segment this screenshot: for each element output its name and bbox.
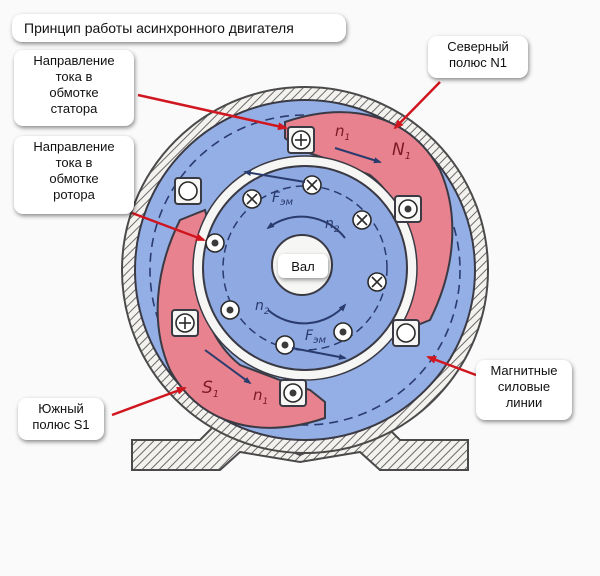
force-arrow-bottom (291, 347, 347, 360)
callout-line: Южный (38, 401, 84, 416)
pointer-north-pole (393, 81, 441, 130)
rotation-arrow-n2-bottom (267, 303, 347, 325)
callout-line: тока в (55, 69, 93, 84)
callout-line: тока в (55, 155, 93, 170)
callout-line: полюс N1 (448, 55, 508, 70)
force-arrow-top (243, 170, 306, 183)
callout-south-pole: Южный полюс S1 (18, 398, 104, 440)
force-label-top: Fэм (272, 190, 294, 208)
shaft-label-box (278, 254, 328, 278)
pointer-stator-current (137, 93, 288, 131)
north-pole-label: N1 (392, 140, 411, 162)
magnetic-field-line-outer (149, 114, 461, 426)
rotor-conductors (205, 175, 387, 355)
callout-line: обмотке (49, 171, 99, 186)
pointer-south-pole (111, 386, 187, 417)
rotor-conductor-cross (352, 210, 372, 230)
stator-conductor-cross (291, 130, 311, 150)
stator-conductor-cross (175, 313, 195, 333)
callout-line: Магнитные (490, 363, 558, 378)
rotor-conductor-dot (220, 300, 240, 320)
callout-rotor-current: Направление тока в обмотке ротора (14, 136, 134, 214)
stator-conductor-empty (178, 181, 198, 201)
callout-magnetic-lines: Магнитные силовые линии (476, 360, 572, 420)
callout-line: Северный (447, 39, 509, 54)
rotor-conductor-dot (205, 233, 225, 253)
stator-conductor-empty (396, 323, 416, 343)
callout-line: ротора (53, 187, 95, 202)
n2-label-bottom: n2 (255, 298, 270, 317)
n2-label-top: n2 (325, 216, 340, 235)
rotation-arrow-n2-top (266, 215, 346, 239)
pointer-rotor-current (131, 211, 206, 242)
stator-conductors (175, 130, 418, 403)
rotor-field-line (222, 185, 388, 351)
callout-line: обмотке (49, 85, 99, 100)
callout-line: полюс S1 (32, 417, 90, 432)
n1-label-south: n1 (253, 386, 268, 407)
callout-line: силовые (497, 379, 551, 394)
callout-north-pole: Северный полюс N1 (428, 36, 528, 78)
force-label-bottom: Fэм (305, 328, 327, 346)
n1-label-north: n1 (335, 122, 350, 143)
rotor-conductor-cross (302, 175, 322, 195)
rotor-conductor-cross (367, 272, 387, 292)
rotor-conductor-dot (275, 335, 295, 355)
callout-line: Направление (33, 53, 115, 68)
stator-conductor-dot (283, 383, 303, 403)
stator-conductor-dot (398, 199, 418, 219)
shaft-label: Вал (291, 259, 315, 274)
callout-line: статора (50, 101, 98, 116)
rotor-conductor-dot (333, 322, 353, 342)
pointer-magnetic-lines (426, 355, 477, 377)
callout-line: линии (505, 395, 543, 410)
rotation-arrow-n1-south (204, 349, 252, 385)
rotor-conductor-cross (242, 189, 262, 209)
callout-line: Направление (33, 139, 115, 154)
page-title: Принцип работы асинхронного двигателя (12, 14, 346, 42)
south-pole-label: S1 (202, 378, 219, 400)
callout-stator-current: Направление тока в обмотке статора (14, 50, 134, 126)
rotation-arrow-n1-north (334, 147, 382, 164)
